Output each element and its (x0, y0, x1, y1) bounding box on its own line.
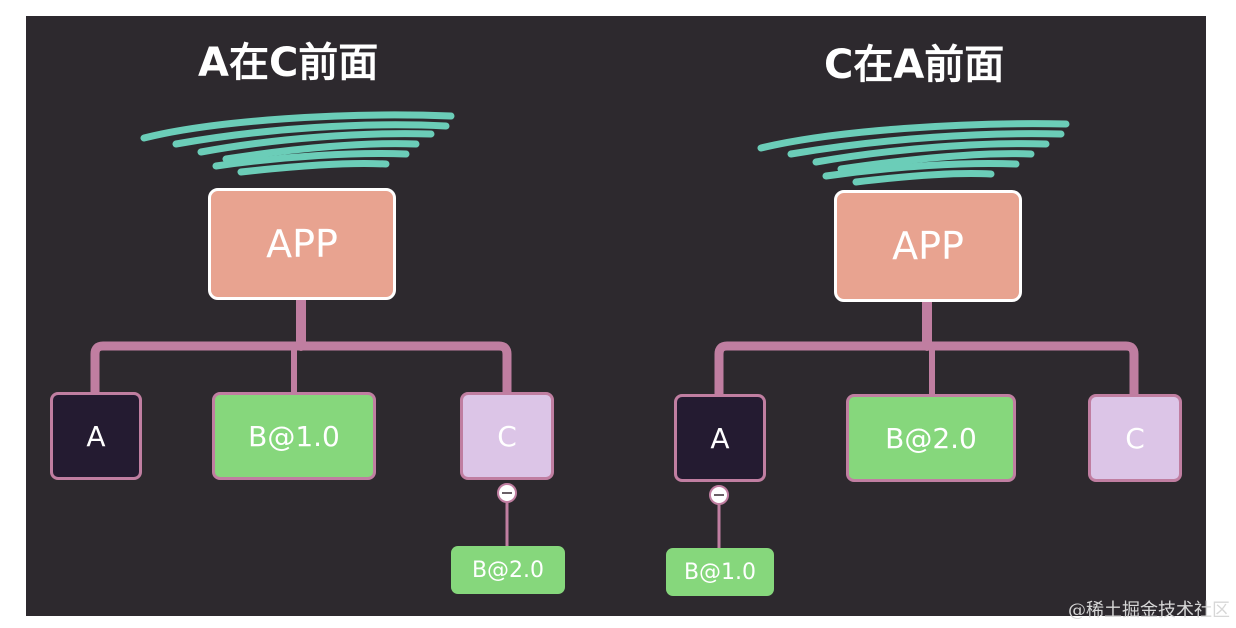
right-node-c: C (1088, 394, 1182, 482)
right-minus-icon (709, 485, 729, 505)
left-node-c: C (460, 392, 554, 480)
right-diagram-title: C在A前面 (824, 42, 1005, 88)
left-diagram-title: A在C前面 (198, 40, 379, 86)
right-node-a: A (674, 394, 766, 482)
connector-lines (90, 111, 1139, 550)
left-tree-lines (90, 295, 512, 548)
watermark-text: @稀土掘金技术社区 (1068, 600, 1230, 621)
scribble-decoration-left (140, 111, 455, 176)
right-nested-b-1-0: B@1.0 (666, 548, 774, 596)
right-tree-lines (714, 297, 1139, 550)
right-app-node: APP (834, 190, 1022, 302)
left-node-a: A (50, 392, 142, 480)
diagram-canvas: A在C前面 APP A B@1.0 C B@2.0 C在A前面 APP A B@… (26, 16, 1206, 616)
left-minus-icon (497, 483, 517, 503)
right-node-b-2-0: B@2.0 (846, 394, 1016, 482)
left-app-node: APP (208, 188, 396, 300)
left-node-b-1-0: B@1.0 (212, 392, 376, 480)
scribble-decoration-right (757, 120, 1070, 186)
left-nested-b-2-0: B@2.0 (451, 546, 565, 594)
